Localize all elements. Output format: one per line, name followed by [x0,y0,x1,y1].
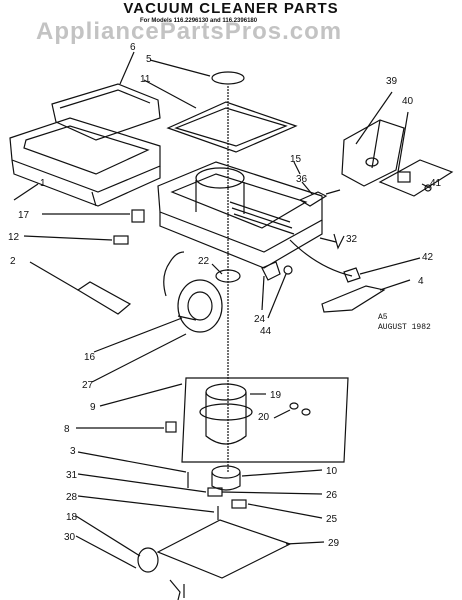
callout-label: 40 [402,96,414,107]
callout-label: 32 [346,234,358,245]
callout-label: 42 [422,252,434,263]
callout-label: 10 [326,466,338,477]
part-base-plate [156,519,292,579]
callout-label: 8 [64,424,70,435]
callout-label: 30 [64,532,76,543]
callout-label: 24 [254,314,266,325]
callout-label: 44 [260,326,272,337]
callout-label: 3 [70,446,76,457]
callout-label: 12 [8,232,20,243]
callout-label: 31 [66,470,78,481]
callout-label: 20 [258,412,270,423]
callout-label: 41 [430,178,442,189]
callout-label: 39 [386,76,398,87]
callout-label: 11 [140,74,151,85]
callout-label: 16 [84,352,96,363]
callout-label: 2 [10,256,16,267]
callout-label: 9 [90,402,96,413]
part-filter-disc [211,71,245,85]
callout-label: 5 [146,54,152,65]
callout-label: 6 [130,42,136,53]
date-code: A5 AUGUST 1982 [378,313,431,333]
callout-label: 22 [198,256,210,267]
part-handle [321,285,386,313]
callout-label: 26 [326,490,338,501]
model-numbers: For Models 116.2296130 and 116.2396180 [140,18,258,24]
callout-label: 27 [82,380,94,391]
part-bracket [341,119,405,187]
callout-label: 17 [18,210,30,221]
date-code-line: AUGUST 1982 [378,323,431,332]
callout-label: 4 [418,276,424,287]
callout-label: 36 [296,174,308,185]
callout-label: 29 [328,538,340,549]
callout-label: 28 [66,492,78,503]
part-lid [51,83,161,141]
callout-label: 15 [290,154,302,165]
diagram-title: VACUUM CLEANER PARTS [123,0,339,17]
callout-label: 19 [270,390,282,401]
part-fan [177,279,223,333]
callout-label: 25 [326,514,338,525]
callout-label: 18 [66,512,78,523]
part-gasket [166,101,298,153]
callout-label: 1 [40,178,46,189]
date-code-line: A5 [378,313,388,322]
part-motor-frame [181,377,349,463]
